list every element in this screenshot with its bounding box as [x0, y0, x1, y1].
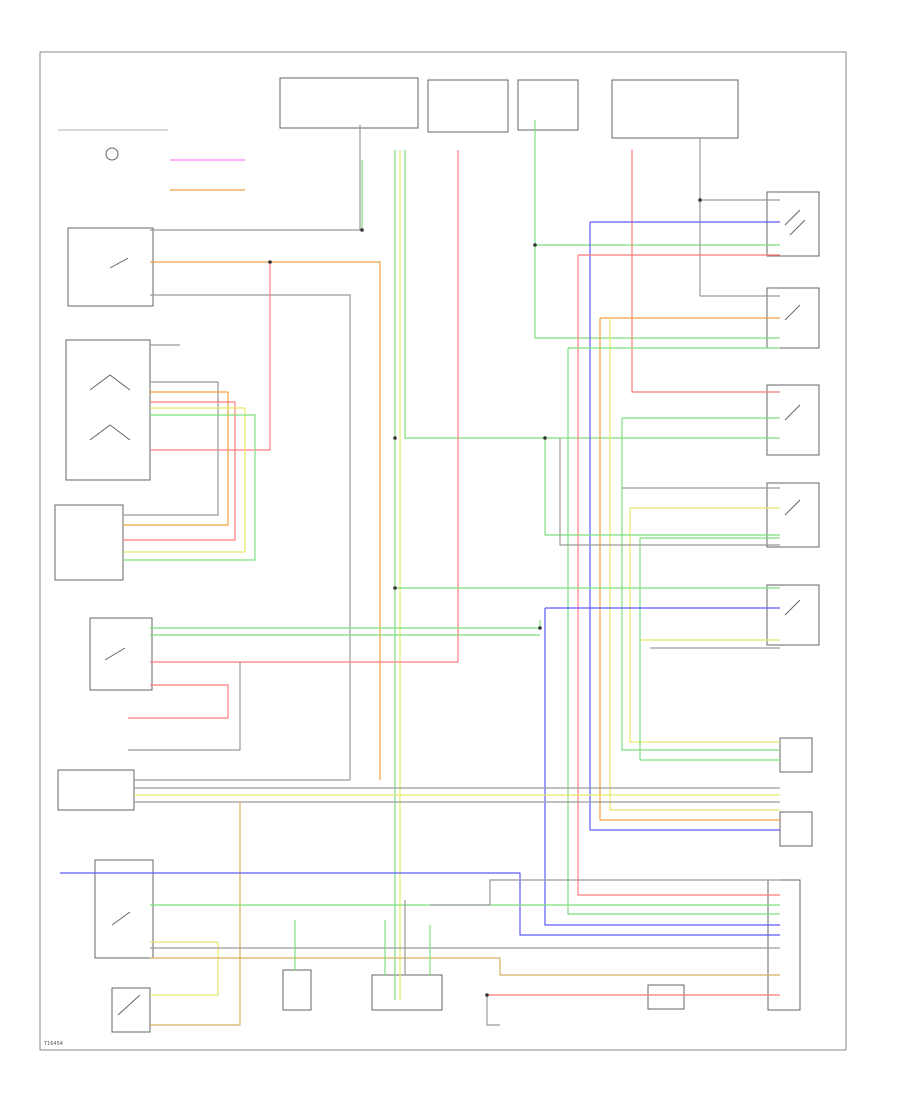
wire-orange-33: [123, 391, 229, 526]
fuse-box-right: [517, 79, 579, 131]
relay-5: [766, 584, 820, 646]
wire-green-22: [639, 537, 780, 761]
relay-3-contact: [784, 404, 801, 421]
wire-blue-26: [544, 607, 780, 926]
relay-3: [766, 384, 820, 456]
wire-gray-32: [123, 381, 219, 516]
wire-tan-47: [150, 957, 780, 976]
splice-dot-1: [393, 436, 397, 440]
condenser-fan-box: [282, 969, 312, 1011]
wire-gray-0: [150, 125, 361, 231]
splice-dot-5: [268, 260, 272, 264]
fuse-block-bottom: [647, 984, 685, 1010]
wire-green-19: [621, 417, 780, 751]
temp-sensor-1: [779, 737, 813, 773]
wire-red-13: [631, 150, 780, 393]
blower-resistor-box: [54, 504, 124, 581]
wire-gray-24: [559, 438, 780, 546]
relay-4-contact: [784, 499, 801, 516]
defogger-switch-contact: [109, 257, 129, 269]
wire-red-8: [150, 262, 271, 451]
wire-yellow-16: [609, 318, 780, 811]
wire-gray-38: [128, 662, 241, 751]
splice-dot-6: [698, 198, 702, 202]
wire-green-23: [544, 438, 780, 536]
wire-red-37: [128, 684, 229, 719]
wire-green-36: [123, 414, 256, 561]
wire-gray-11: [699, 138, 780, 201]
wire-yellow-45: [150, 941, 219, 996]
wire-orange-15: [599, 317, 780, 821]
wire-blue-43: [60, 872, 780, 936]
wire-gray-49: [486, 995, 500, 1026]
wire-red-7: [150, 150, 459, 663]
evaporator-sensor-box: [57, 769, 135, 811]
wire-red-17: [577, 254, 780, 896]
wire-yellow-35: [123, 407, 246, 553]
relay-4: [766, 482, 820, 548]
splice-dot-4: [533, 243, 537, 247]
wire-gray-53: [430, 879, 780, 906]
footer-code: T16454: [44, 1041, 63, 1047]
fuse-box-mid: [427, 79, 509, 133]
diagram-frame: [39, 51, 847, 1051]
wire-green-9: [534, 120, 780, 339]
blower-relay-contact: [104, 647, 126, 661]
relay-box-top: [611, 79, 739, 139]
wire-green-18: [567, 347, 780, 915]
pressure-switch-contact: [117, 994, 141, 1016]
splice-dot-0: [360, 228, 364, 232]
wire-green-29: [150, 620, 541, 629]
wire-tan-42: [150, 802, 241, 1026]
relay-2-contact: [784, 304, 801, 321]
lamp-symbol: [105, 147, 119, 161]
wire-gray-12: [699, 200, 780, 297]
wire-group: [60, 120, 780, 1026]
wire-green-6: [404, 150, 780, 439]
fuse-box-left: [279, 77, 419, 129]
relay-1-contact: [784, 209, 806, 236]
splice-dot-3: [393, 586, 397, 590]
wire-gray-3: [134, 294, 351, 781]
defogger-switch-box: [67, 227, 154, 307]
compressor-box: [94, 859, 154, 959]
splice-dot-8: [485, 993, 489, 997]
connector-block-right: [767, 879, 801, 1011]
blower-switch-box: [65, 339, 151, 481]
temp-sensor-2: [779, 811, 813, 847]
engine-control-module-box: [371, 974, 443, 1011]
blower-relay-box: [89, 617, 153, 691]
relay-5-contact: [784, 599, 801, 616]
wire-blue-14: [589, 221, 780, 831]
splice-dot-2: [543, 436, 547, 440]
splice-dot-7: [538, 626, 542, 630]
wire-orange-2: [150, 261, 381, 780]
wire-yellow-21: [629, 507, 780, 743]
wire-red-34: [123, 401, 236, 541]
pressure-switch-box: [111, 987, 151, 1033]
compressor-contact: [111, 911, 131, 926]
relay-1: [766, 191, 820, 257]
blower-switch-contacts: [89, 374, 131, 441]
